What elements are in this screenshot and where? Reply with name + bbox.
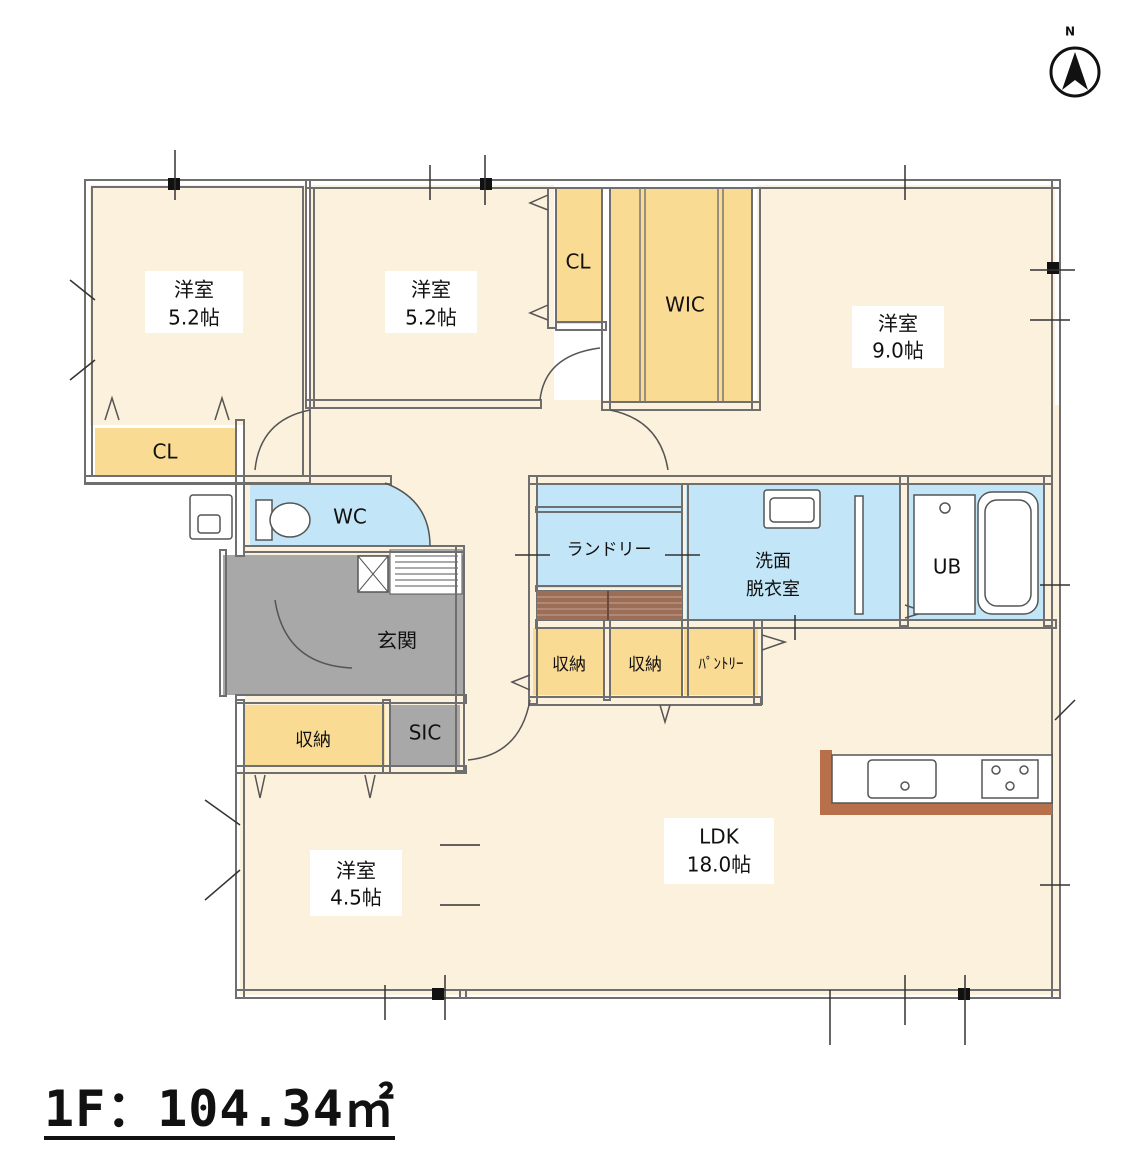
fixtures (189, 489, 1039, 615)
storage-entry-fill (243, 705, 385, 767)
closet-west-label: CL (152, 440, 178, 464)
kitchen-sink (867, 759, 937, 799)
washroom-label-1: 洗面 (755, 551, 791, 572)
wic-label: WIC (665, 293, 705, 317)
genkan-label: 玄関 (377, 629, 417, 653)
storage-1-fill (533, 628, 605, 695)
pantry-label: ﾊﾟﾝﾄﾘｰ (698, 655, 743, 673)
room-name-ldk: LDK (699, 825, 740, 849)
room-size-western-n2: 5.2帖 (405, 306, 457, 330)
compass-label: N (1065, 25, 1075, 39)
closet-north-label: CL (565, 250, 591, 274)
room-name-western-n2: 洋室 (411, 278, 451, 302)
door-triangles (104, 194, 928, 799)
room-size-western-sw: 4.5帖 (330, 886, 382, 910)
washroom-label-2: 脱衣室 (746, 579, 800, 600)
toilet-bowl (269, 502, 311, 538)
wall-posts (168, 178, 1059, 1000)
sic-fill (390, 705, 460, 767)
laundry-label: ランドリー (567, 540, 652, 560)
room-name-western-nw: 洋室 (174, 278, 214, 302)
wic-fill (611, 188, 751, 402)
closet-north-fill (556, 188, 601, 324)
floor-area-label: 1F：104.34㎡ (44, 1080, 395, 1140)
room-size-ldk: 18.0帖 (687, 853, 752, 877)
storage-entry-label: 収納 (295, 730, 331, 751)
laundry-shelf (537, 591, 682, 620)
room-name-western-sw: 洋室 (336, 859, 376, 883)
wic-partitions (639, 188, 724, 402)
vanity-mirror (854, 495, 864, 615)
storage-1-label: 収納 (552, 655, 586, 675)
room-size-western-nw: 5.2帖 (168, 306, 220, 330)
storage-2-fill (609, 628, 681, 695)
compass-north-icon: N (1049, 25, 1101, 98)
door-swings (254, 347, 669, 761)
room-name-western-ne: 洋室 (878, 312, 918, 336)
window-marks (69, 150, 1076, 1045)
room-western-ne-ext (606, 400, 758, 478)
genkan-step (389, 549, 463, 595)
laundry-fill (537, 485, 682, 588)
pantry-fill (684, 628, 758, 695)
wc-door-arc-fill (385, 483, 430, 546)
storage-2-label: 収納 (628, 655, 662, 675)
ub-label: UB (933, 555, 961, 579)
shower-area (913, 494, 976, 615)
room-size-western-ne: 9.0帖 (872, 339, 924, 363)
stove (981, 759, 1039, 799)
sic-label: SIC (409, 721, 442, 745)
room-labels: 洋室 5.2帖 洋室 5.2帖 洋室 9.0帖 LDK 18.0帖 洋室 4.5… (145, 250, 961, 916)
genkan-step-lines (395, 555, 458, 587)
kitchen (820, 750, 1053, 815)
closet-west-fill (95, 428, 237, 476)
wc-label: WC (333, 505, 367, 529)
